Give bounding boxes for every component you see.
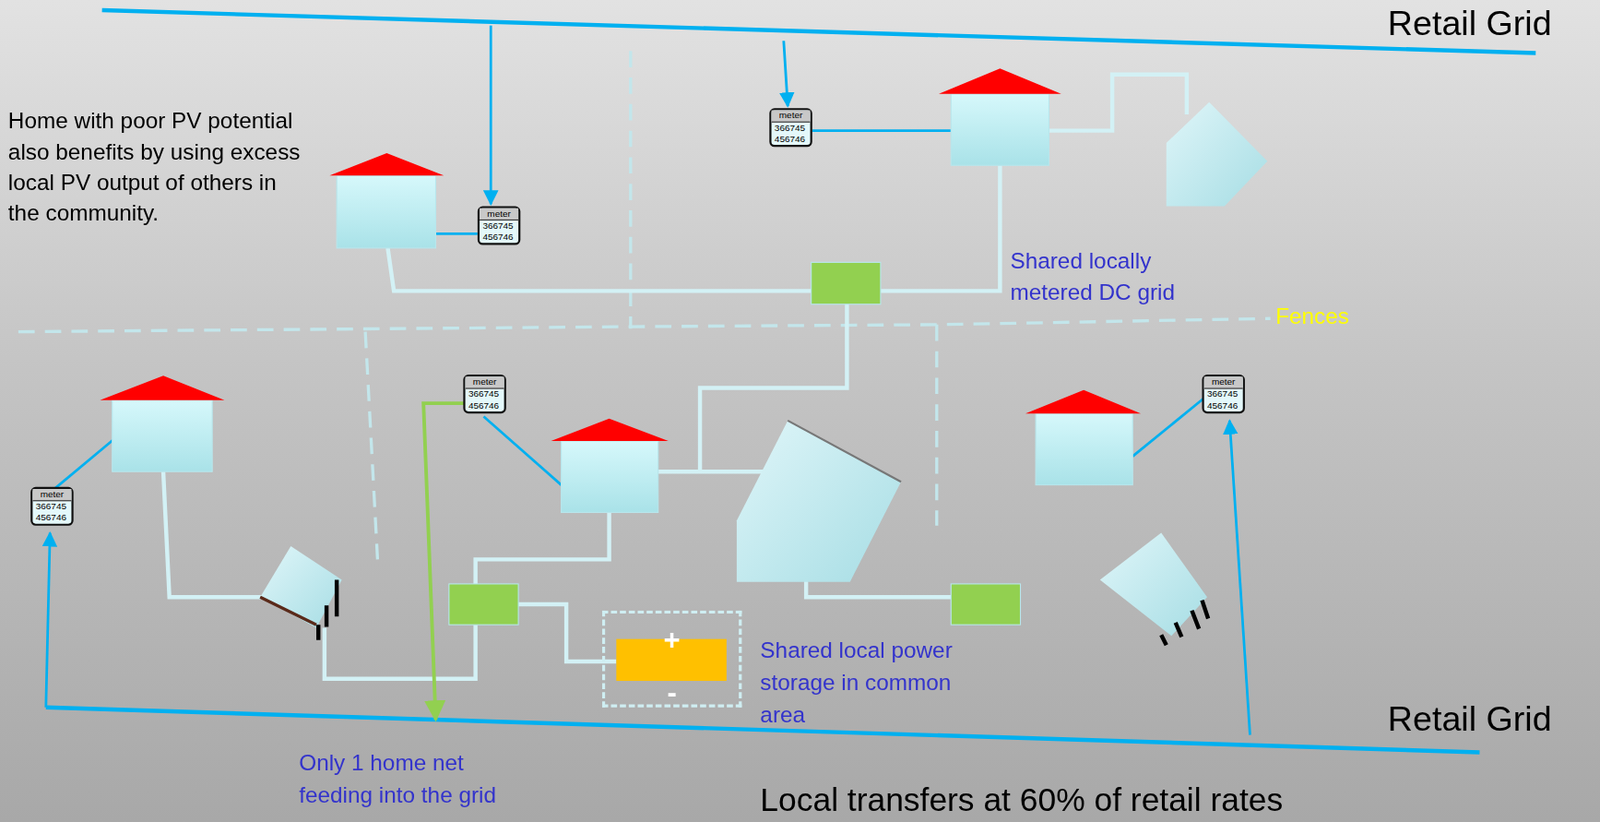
grid-label: Retail Grid <box>1387 1 1598 43</box>
meter-box: meter366745456746 <box>769 107 812 147</box>
meter-reading: 456746 <box>771 133 811 145</box>
meter-reading: 366745 <box>771 122 811 134</box>
meter-reading: 366745 <box>479 220 519 232</box>
battery-terminal: + <box>604 625 739 654</box>
meter-title: meter <box>32 488 72 501</box>
meter-box: meter366745456746 <box>477 206 521 246</box>
meter-reading: 366745 <box>32 500 72 512</box>
note-text: Home with poor PV potential also benefit… <box>8 106 307 229</box>
battery-terminal: - <box>604 678 739 708</box>
meter-title: meter <box>465 376 505 389</box>
meter-title: meter <box>479 208 519 221</box>
grid-label: Retail Grid <box>1387 698 1598 739</box>
meter-title: meter <box>771 110 811 123</box>
meter-reading: 456746 <box>32 511 72 523</box>
meter-reading: 456746 <box>479 231 519 243</box>
meter-title: meter <box>1204 376 1244 389</box>
feed-in-wire <box>423 402 464 720</box>
house <box>99 68 1141 512</box>
dc-grid-label: Shared locally metered DC grid <box>1009 245 1230 309</box>
meter-box: meter366745456746 <box>1201 374 1245 414</box>
inverter-box <box>449 261 1021 625</box>
grid-line <box>102 10 1537 53</box>
pv-panel <box>260 102 1268 646</box>
storage-label: Shared local power storage in common are… <box>759 633 980 732</box>
feed-in-label: Only 1 home net feeding into the grid <box>298 746 529 811</box>
meter-reading: 456746 <box>1204 400 1244 412</box>
fence-label: Fences <box>1275 300 1378 332</box>
caption-text: Local transfers at 60% of retail rates <box>759 779 1592 818</box>
meter-box: meter366745456746 <box>462 374 506 414</box>
meter-reading: 366745 <box>465 389 505 401</box>
storage-box: +- <box>602 610 743 708</box>
meter-reading: 366745 <box>1204 389 1244 401</box>
meter-reading: 456746 <box>465 400 505 412</box>
meter-box: meter366745456746 <box>30 486 73 526</box>
dc-wire <box>163 74 1187 679</box>
